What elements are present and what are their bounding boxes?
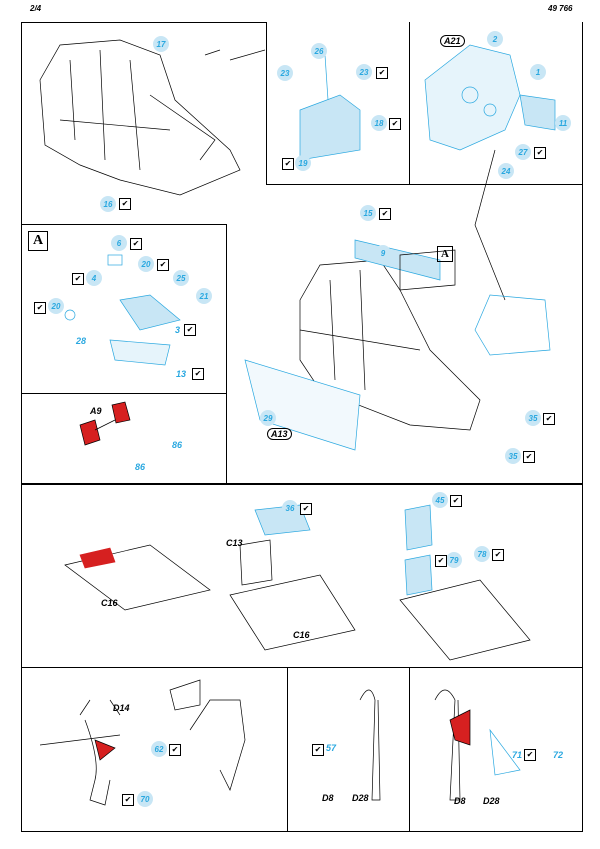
part-79-callout: 79 <box>446 552 462 568</box>
part-2-callout: 2 <box>487 31 503 47</box>
part-4-callout: 4 <box>86 270 102 286</box>
resin-D8a-label: D8 <box>322 793 334 803</box>
part-6-callout: 6 <box>111 235 127 251</box>
resin-C16b-label: C16 <box>293 630 310 640</box>
check-18-icon: ✔ <box>389 118 401 130</box>
resin-D28a-label: D28 <box>352 793 369 803</box>
part-16-callout: 16 <box>100 196 116 212</box>
check-78-icon: ✔ <box>492 549 504 561</box>
check-20b-icon: ✔ <box>34 302 46 314</box>
resin-D28b-label: D28 <box>483 796 500 806</box>
part-20a-callout: 20 <box>138 256 154 272</box>
check-16-icon: ✔ <box>119 198 131 210</box>
part-19-callout: 19 <box>295 155 311 171</box>
resin-D8b-label: D8 <box>454 796 466 806</box>
check-36-icon: ✔ <box>300 503 312 515</box>
part-13-label: 13 <box>176 369 187 379</box>
subassembly-A-ref: A <box>437 246 453 262</box>
part-24-callout: 24 <box>498 163 514 179</box>
part-27-callout: 27 <box>515 144 531 160</box>
check-15-icon: ✔ <box>379 208 391 220</box>
page-number: 2/4 <box>30 4 42 13</box>
resin-A13-label: A13 <box>267 428 292 440</box>
part-45-callout: 45 <box>432 492 448 508</box>
resin-D14-label: D14 <box>113 703 130 713</box>
check-79-icon: ✔ <box>435 555 447 567</box>
part-35a-callout: 35 <box>525 410 541 426</box>
subassembly-A-marker: A <box>28 231 48 251</box>
part-29-callout: 29 <box>260 410 276 426</box>
part-17-callout: 17 <box>153 36 169 52</box>
part-72-label: 72 <box>553 750 564 760</box>
check-57-icon: ✔ <box>312 744 324 756</box>
resin-A9-label: A9 <box>90 406 102 416</box>
part-86b-label: 86 <box>135 462 146 472</box>
part-9-callout: 9 <box>375 245 391 261</box>
resin-C16a-label: C16 <box>101 598 118 608</box>
part-3-label: 3 <box>175 325 181 335</box>
part-11-callout: 11 <box>555 115 571 131</box>
part-26-callout: 26 <box>311 43 327 59</box>
part-57-label: 57 <box>326 743 337 753</box>
check-70-icon: ✔ <box>122 794 134 806</box>
resin-C13-label: C13 <box>226 538 243 548</box>
part-18-callout: 18 <box>371 115 387 131</box>
check-4-icon: ✔ <box>72 273 84 285</box>
check-35a-icon: ✔ <box>543 413 555 425</box>
check-62-icon: ✔ <box>169 744 181 756</box>
part-28-label: 28 <box>76 336 87 346</box>
check-35b-icon: ✔ <box>523 451 535 463</box>
panel-pedal-a <box>287 667 410 832</box>
part-20b-callout: 20 <box>48 298 64 314</box>
part-1-callout: 1 <box>530 64 546 80</box>
part-71-label: 71 <box>512 750 523 760</box>
check-6-icon: ✔ <box>130 238 142 250</box>
check-45-icon: ✔ <box>450 495 462 507</box>
part-86a-label: 86 <box>172 440 183 450</box>
part-35b-callout: 35 <box>505 448 521 464</box>
part-62-callout: 62 <box>151 741 167 757</box>
check-27-icon: ✔ <box>534 147 546 159</box>
part-21-callout: 21 <box>196 288 212 304</box>
part-36-callout: 36 <box>282 500 298 516</box>
part-23a-callout: 23 <box>277 65 293 81</box>
check-71-icon: ✔ <box>524 749 536 761</box>
part-70-callout: 70 <box>137 791 153 807</box>
check-20a-icon: ✔ <box>157 259 169 271</box>
part-78-callout: 78 <box>474 546 490 562</box>
check-19-icon: ✔ <box>282 158 294 170</box>
part-25-callout: 25 <box>173 270 189 286</box>
resin-A21-label: A21 <box>440 35 465 47</box>
part-23b-callout: 23 <box>356 64 372 80</box>
check-13-icon: ✔ <box>192 368 204 380</box>
check-3-icon: ✔ <box>184 324 196 336</box>
kit-code: 49 766 <box>548 4 573 13</box>
check-23-icon: ✔ <box>376 67 388 79</box>
part-15-callout: 15 <box>360 205 376 221</box>
